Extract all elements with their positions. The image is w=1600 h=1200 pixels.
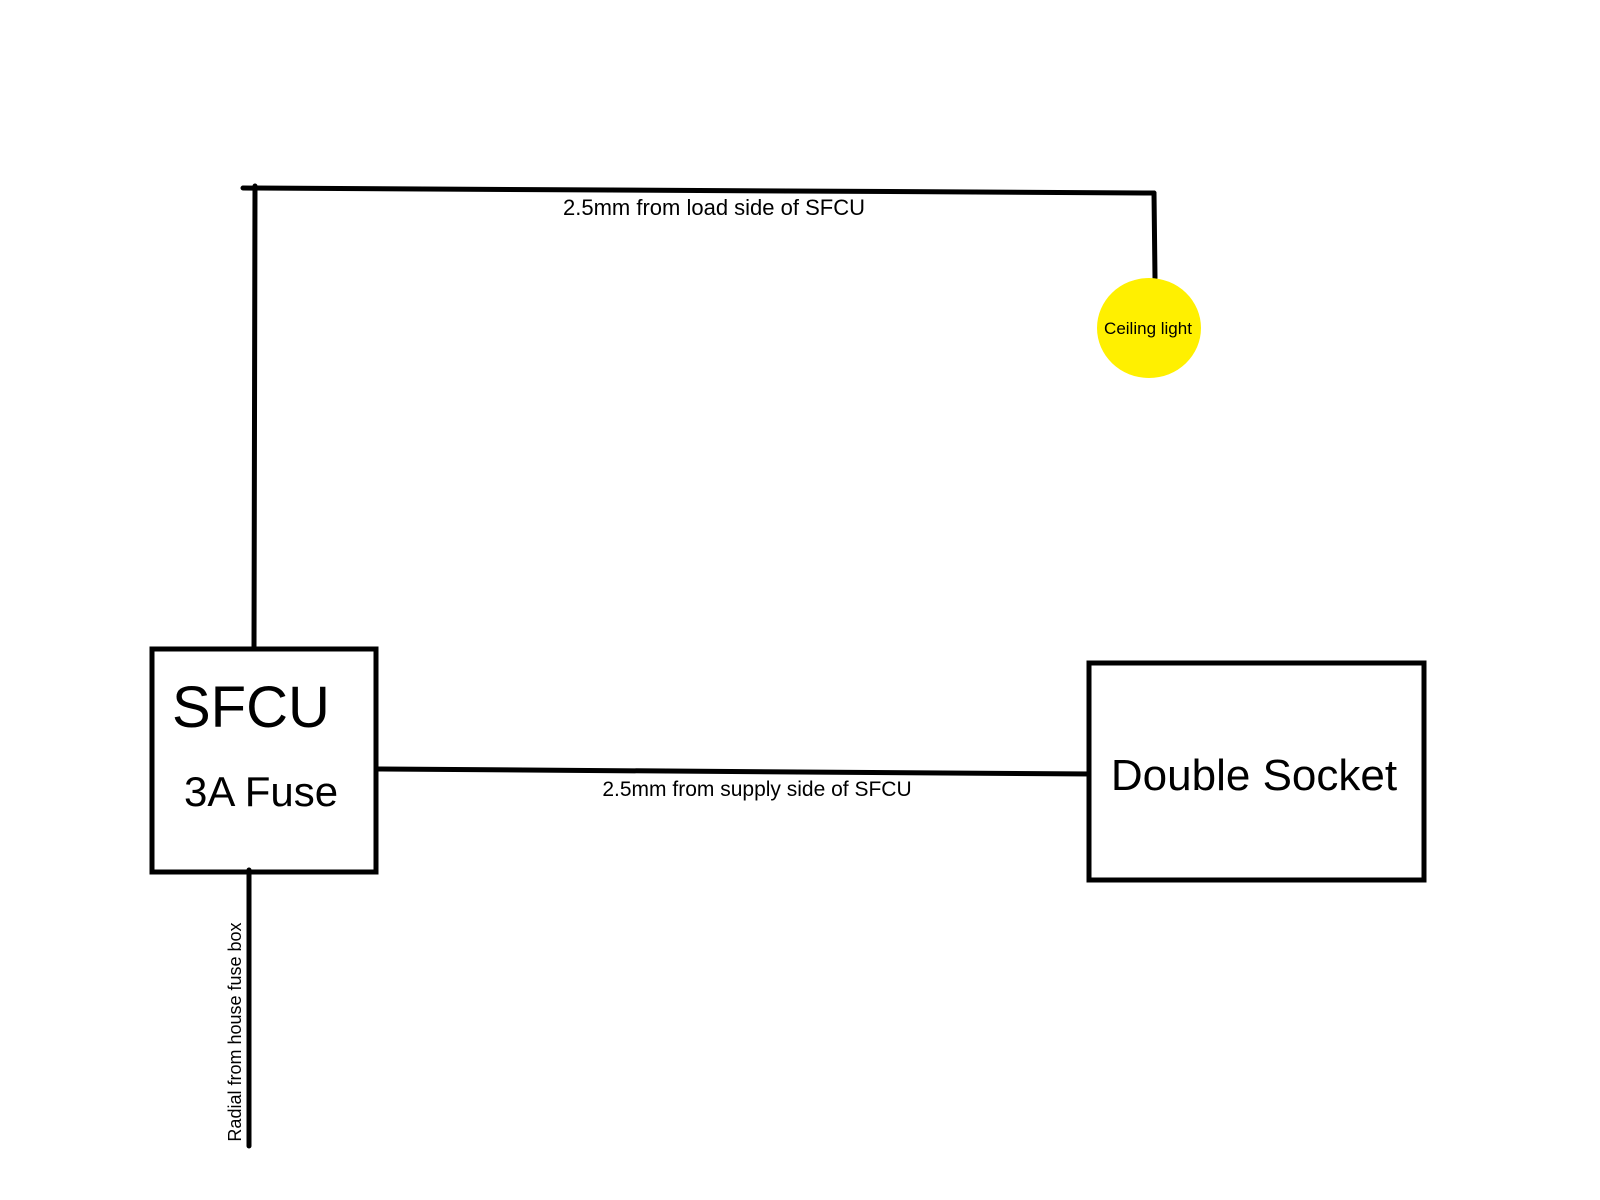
radial-wire-label: Radial from house fuse box bbox=[225, 922, 245, 1141]
supply-side-wire bbox=[373, 766, 1096, 777]
load-side-wire-horizontal bbox=[240, 185, 1157, 196]
ceiling-light-label: Ceiling light bbox=[1104, 319, 1192, 338]
sfcu-fuse-rating: 3A Fuse bbox=[184, 768, 338, 815]
supply-side-wire-label: 2.5mm from supply side of SFCU bbox=[602, 778, 911, 801]
double-socket-label: Double Socket bbox=[1111, 751, 1397, 800]
load-side-wire-label: 2.5mm from load side of SFCU bbox=[563, 195, 865, 220]
sfcu-box bbox=[149, 646, 379, 875]
ceiling-light-drop-wire bbox=[1151, 190, 1158, 281]
ceiling-light bbox=[1097, 278, 1201, 378]
sfcu-title: SFCU bbox=[172, 675, 330, 740]
load-side-wire-vertical bbox=[251, 183, 258, 653]
double-socket-box bbox=[1086, 660, 1427, 883]
